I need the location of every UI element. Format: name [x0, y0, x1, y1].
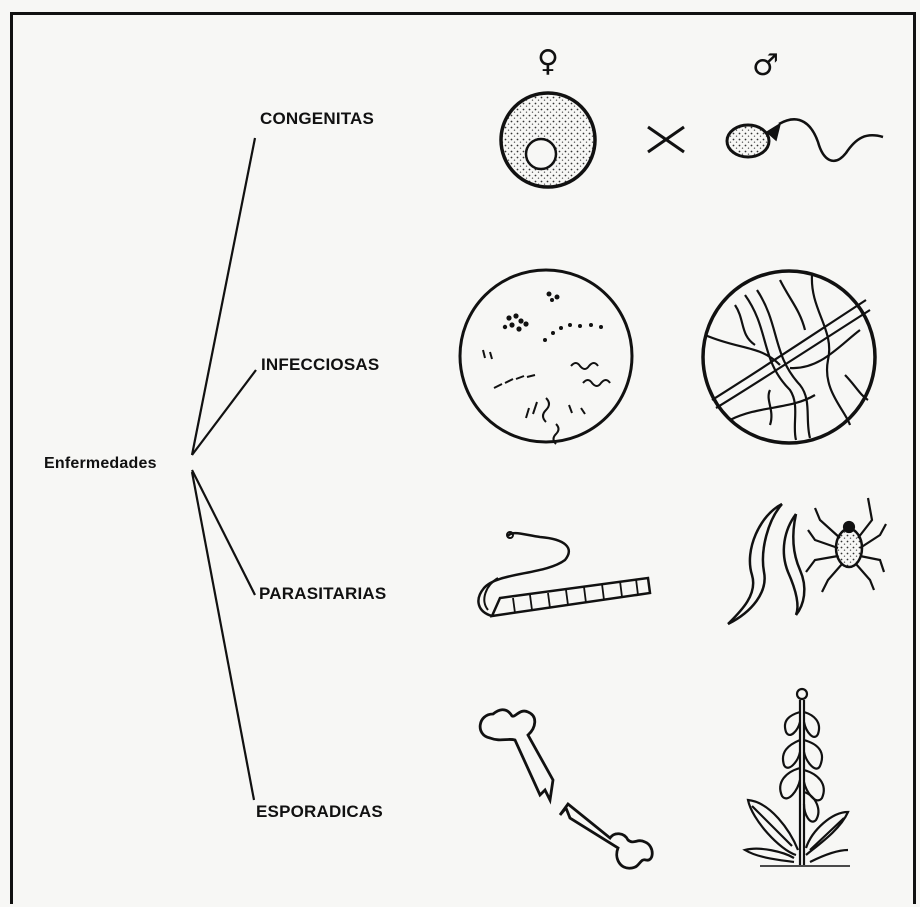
mite-icon	[806, 498, 886, 592]
nematode-worm-icon	[728, 504, 804, 624]
branch-infecciosas	[192, 370, 256, 455]
plant-icon	[745, 689, 850, 866]
branch-congenitas	[192, 138, 255, 455]
cross-icon	[648, 127, 684, 152]
branch-lines	[192, 138, 256, 800]
branch-esporadicas	[192, 472, 254, 800]
bacteria-slide-icon	[460, 270, 632, 444]
ovum-icon	[501, 93, 595, 187]
branch-parasitarias	[192, 470, 255, 595]
tapeworm-icon	[478, 532, 650, 616]
fungal-hyphae-icon	[703, 271, 875, 443]
broken-bone-icon	[480, 710, 652, 868]
sperm-icon	[727, 119, 883, 161]
